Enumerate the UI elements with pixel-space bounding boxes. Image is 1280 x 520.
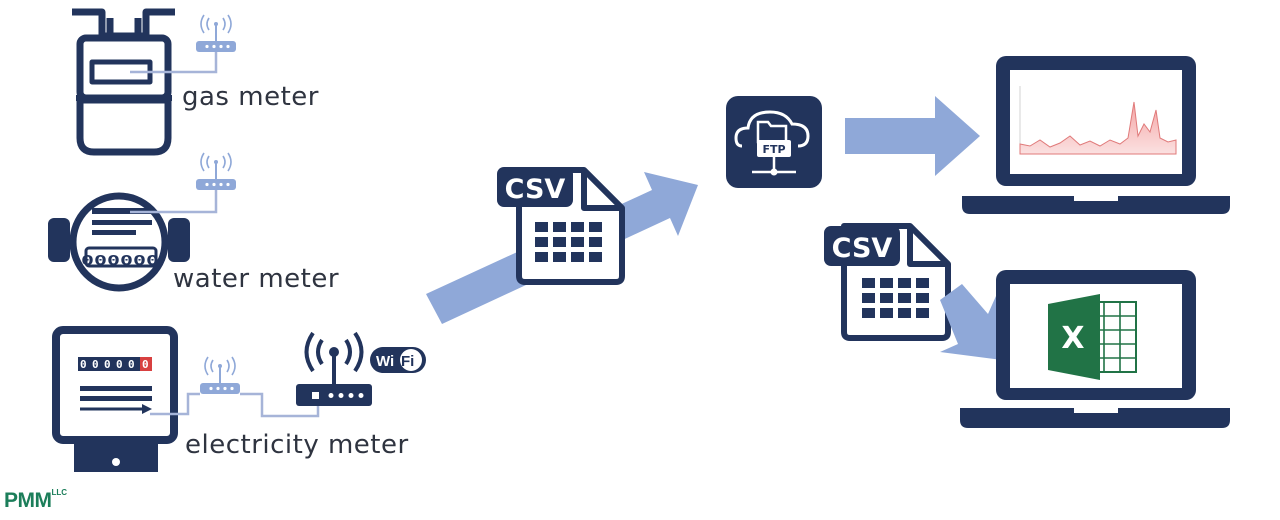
water-meter-display: 000000 [81, 254, 159, 269]
electric-digit: 0 [92, 358, 99, 371]
water-meter-icon [48, 192, 190, 292]
gas-meter-icon [72, 8, 175, 156]
router-icon [200, 356, 240, 394]
electric-connector-line [150, 392, 200, 416]
laptop-icon [962, 56, 1230, 214]
electric-digit: 0 [104, 358, 111, 371]
wifi-badge-right: Fi [401, 353, 414, 370]
csv-label: CSV [832, 233, 893, 264]
excel-letter: X [1061, 321, 1084, 356]
ftp-label: FTP [762, 143, 785, 156]
electric-digit: 0 [142, 358, 149, 371]
csv-label: CSV [505, 174, 566, 205]
electric-meter-display: 0 0 0 0 0 0 [80, 358, 149, 371]
water-meter-label: water meter [173, 264, 340, 294]
excel-icon [1048, 294, 1137, 380]
csv-file-icon [497, 167, 625, 285]
wifi-router-icon [296, 331, 372, 406]
csv-file-icon [824, 223, 951, 341]
import-arrow [940, 284, 1002, 360]
electric-digit: 0 [116, 358, 123, 371]
line-chart-thumbnail [1019, 86, 1177, 155]
download-arrow [845, 96, 980, 176]
router-icon [196, 152, 236, 190]
wifi-badge-left: Wi [376, 353, 394, 370]
water-connector-line [130, 190, 218, 214]
electricity-meter-label: electricity meter [185, 430, 409, 460]
wifi-connector-line [240, 392, 320, 418]
electricity-meter-icon [52, 326, 178, 472]
logo-name: PMM [4, 489, 52, 512]
electric-digit: 0 [128, 358, 135, 371]
electric-digit: 0 [80, 358, 87, 371]
company-logo: PMMLLC [4, 488, 68, 513]
gas-connector-line [130, 52, 218, 74]
logo-suffix: LLC [51, 488, 68, 497]
gas-meter-label: gas meter [182, 82, 319, 112]
ftp-cloud-icon [726, 96, 822, 188]
wifi-icon [370, 347, 426, 373]
router-icon [196, 14, 236, 52]
